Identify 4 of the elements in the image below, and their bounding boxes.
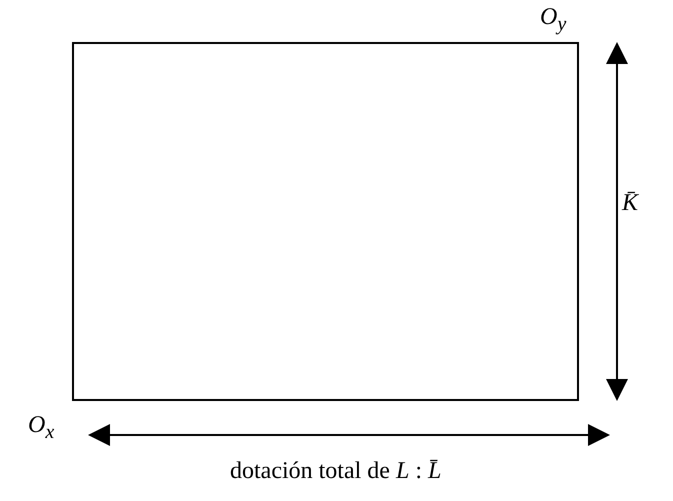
axis-caption: dotación total de L : L̄ [230,458,442,485]
origin-label: O$_{y}$ [540,4,566,36]
origin-label: O$_{x}$ [28,412,54,444]
dimension-label: K̄ [622,190,638,217]
